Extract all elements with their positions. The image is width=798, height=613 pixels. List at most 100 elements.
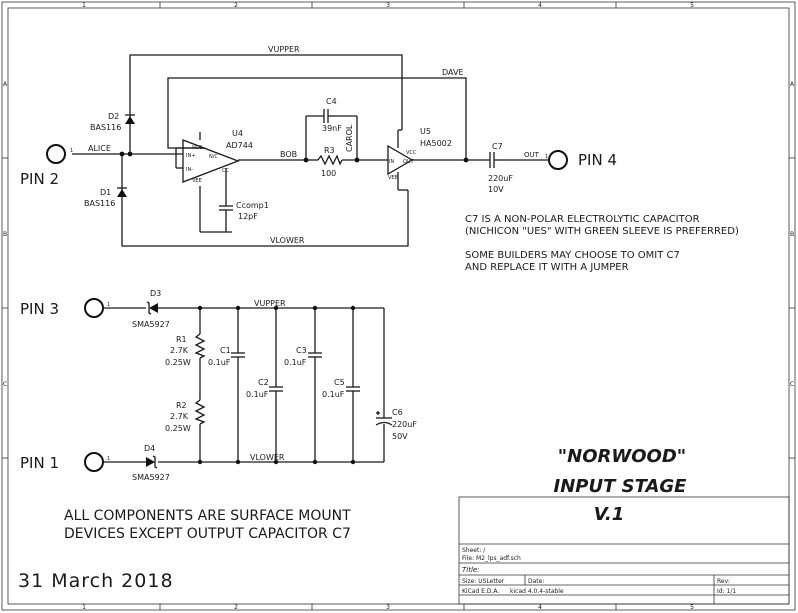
u5-value: HA5002	[420, 139, 452, 148]
tb-date: Date:	[528, 578, 544, 585]
title-line1: "NORWOOD"	[558, 446, 686, 467]
note-smd-line1: ALL COMPONENTS ARE SURFACE MOUNT	[64, 508, 351, 524]
u5-pin-vee: VEE	[388, 175, 398, 181]
net-label-carol: CAROL	[345, 124, 354, 152]
u4-value: AD744	[226, 141, 253, 150]
c4-value: 39nF	[322, 124, 342, 133]
net-label-vlower-top: VLOWER	[270, 236, 305, 245]
net-label-vupper-bottom: VUPPER	[254, 299, 286, 308]
net-label-bob: BOB	[280, 150, 297, 159]
c5-value: 0.1uF	[322, 390, 345, 399]
capacitor-c2-symbol	[269, 386, 283, 392]
tb-title: Title:	[462, 566, 480, 574]
pin4-number: 1	[545, 154, 548, 160]
u4-pin-cc: CC	[222, 168, 229, 174]
u4-ref: U4	[232, 129, 243, 138]
net-label-alice: ALICE	[88, 144, 111, 153]
upper-junctions	[119, 151, 469, 163]
pin2-terminal	[46, 144, 66, 164]
c6-voltage: 50V	[392, 432, 408, 441]
r1-value: 2.7K	[170, 346, 189, 355]
c4-ref: C4	[326, 97, 337, 106]
pin1-number: 1	[107, 456, 110, 462]
c1-ref: C1	[220, 346, 231, 355]
tb-eeschema: kicad 4.0.4-stable	[510, 588, 564, 595]
r2-power: 0.25W	[165, 424, 191, 433]
u5-pin-out: OUT	[403, 159, 415, 165]
note-c7-line1: C7 IS A NON-POLAR ELECTROLYTIC CAPACITOR	[465, 214, 700, 225]
title-line2: INPUT STAGE	[554, 476, 688, 497]
col-mark-2: 2	[234, 2, 238, 9]
c7-ref: C7	[492, 142, 503, 151]
pin2-label: PIN 2	[20, 170, 59, 188]
resistor-r2-symbol	[194, 399, 206, 425]
u4-pin-vcc: VCC	[192, 145, 203, 151]
c2-ref: C2	[258, 378, 269, 387]
capacitor-c1-symbol	[231, 352, 245, 358]
r2-ref: R2	[176, 401, 187, 410]
opamp-u4-symbol: IN+ IN- VCC VEE CC N/C	[182, 139, 240, 184]
u4-pin-in-minus: IN-	[186, 167, 193, 173]
diode-d1-symbol	[117, 186, 127, 197]
col-mark-5-bottom: 5	[690, 604, 694, 611]
d2-ref: D2	[108, 112, 119, 121]
diode-d2-symbol	[125, 112, 135, 124]
r3-value: 100	[321, 169, 336, 178]
net-label-vlower-bottom: VLOWER	[250, 453, 285, 462]
r1-power: 0.25W	[165, 358, 191, 367]
c6-value: 220uF	[392, 420, 417, 429]
pin4-terminal	[548, 150, 568, 170]
col-mark-4: 4	[538, 2, 542, 9]
u4-pin-vee: VEE	[192, 178, 202, 184]
col-mark-5: 5	[690, 2, 694, 9]
u5-pin-in: IN	[389, 159, 394, 165]
capacitor-c5-symbol	[346, 386, 360, 392]
d1-ref: D1	[100, 188, 111, 197]
row-mark-b: B	[3, 231, 7, 238]
c7-voltage: 10V	[488, 185, 504, 194]
row-mark-c-right: C	[790, 381, 794, 388]
title-line3: V.1	[594, 504, 625, 525]
tb-file: File: M2_lps_adf.sch	[462, 555, 521, 562]
c6-ref: C6	[392, 408, 403, 417]
col-mark-2-bottom: 2	[234, 604, 238, 611]
pin2-number: 1	[70, 148, 73, 154]
c1-value: 0.1uF	[208, 358, 231, 367]
net-label-dave: DAVE	[442, 68, 464, 77]
capacitor-c3-symbol	[308, 352, 322, 358]
capacitor-c7-symbol	[489, 152, 502, 168]
col-mark-3: 3	[386, 2, 390, 9]
c3-value: 0.1uF	[284, 358, 307, 367]
net-label-vupper-top: VUPPER	[268, 45, 300, 54]
row-mark-a-right: A	[790, 81, 795, 88]
d1-value: BAS116	[84, 199, 115, 208]
col-mark-1-bottom: 1	[82, 604, 86, 611]
ccomp1-value: 12pF	[238, 212, 258, 221]
net-label-out: OUT	[524, 151, 540, 159]
u4-pin-nc: N/C	[209, 154, 218, 160]
capacitor-ccomp1-symbol	[219, 194, 233, 232]
row-mark-a: A	[3, 81, 8, 88]
u4-pin-in-plus: IN+	[186, 153, 195, 159]
r2-value: 2.7K	[170, 412, 189, 421]
tb-id: Id: 1/1	[717, 588, 736, 595]
row-mark-b-right: B	[790, 231, 794, 238]
col-mark-3-bottom: 3	[386, 604, 390, 611]
d4-ref: D4	[144, 444, 155, 453]
resistor-r3-symbol	[317, 154, 343, 166]
d3-value: SMA5927	[132, 320, 170, 329]
tb-size: Size: USLetter	[462, 578, 505, 585]
buffer-u5-symbol: IN OUT VCC VEE	[387, 144, 417, 181]
pin3-terminal	[84, 298, 104, 318]
u5-pin-vcc: VCC	[406, 150, 417, 156]
u5-ref: U5	[420, 127, 431, 136]
pin1-terminal	[84, 452, 104, 472]
title-block: Sheet: / File: M2_lps_adf.sch Title: Siz…	[458, 496, 790, 605]
zener-d3-symbol	[146, 301, 158, 315]
zener-d4-symbol	[146, 455, 158, 469]
lower-circuit-wires	[104, 307, 385, 463]
r1-ref: R1	[176, 335, 187, 344]
pin4-label: PIN 4	[578, 151, 617, 169]
